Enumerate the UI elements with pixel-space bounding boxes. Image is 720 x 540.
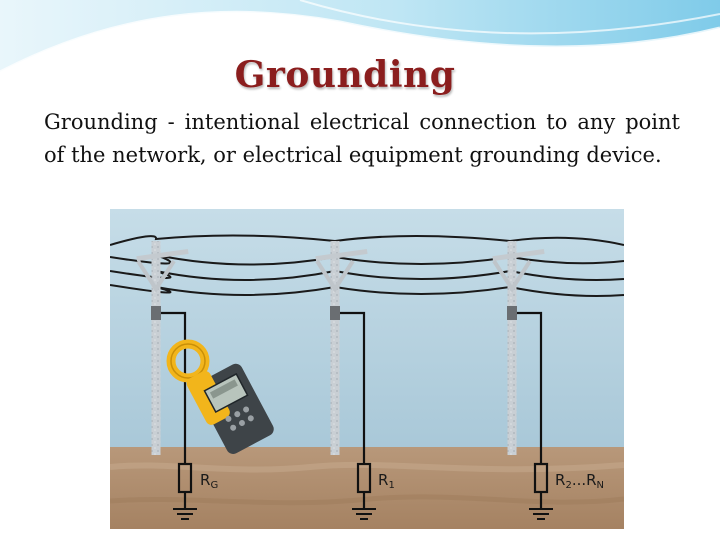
clamp-meter-icon — [166, 339, 274, 454]
grounding-diagram-svg: RG R1 R2...RN — [110, 209, 624, 529]
ground-soil — [110, 447, 624, 529]
sky-background — [110, 209, 624, 449]
label-r1: R1 — [378, 471, 395, 491]
slide-body-text: Grounding - intentional electrical conne… — [44, 110, 680, 167]
ground-wires — [161, 311, 543, 508]
decorative-top-wave — [0, 0, 720, 74]
resistor-rg — [177, 462, 193, 494]
slide-title: Grounding — [234, 54, 456, 96]
resistor-r1 — [356, 462, 372, 494]
resistor-rn — [533, 462, 549, 494]
grounding-diagram: RG R1 R2...RN — [110, 209, 624, 529]
label-r2-rn: R2...RN — [555, 471, 604, 491]
label-rg: RG — [200, 471, 218, 491]
